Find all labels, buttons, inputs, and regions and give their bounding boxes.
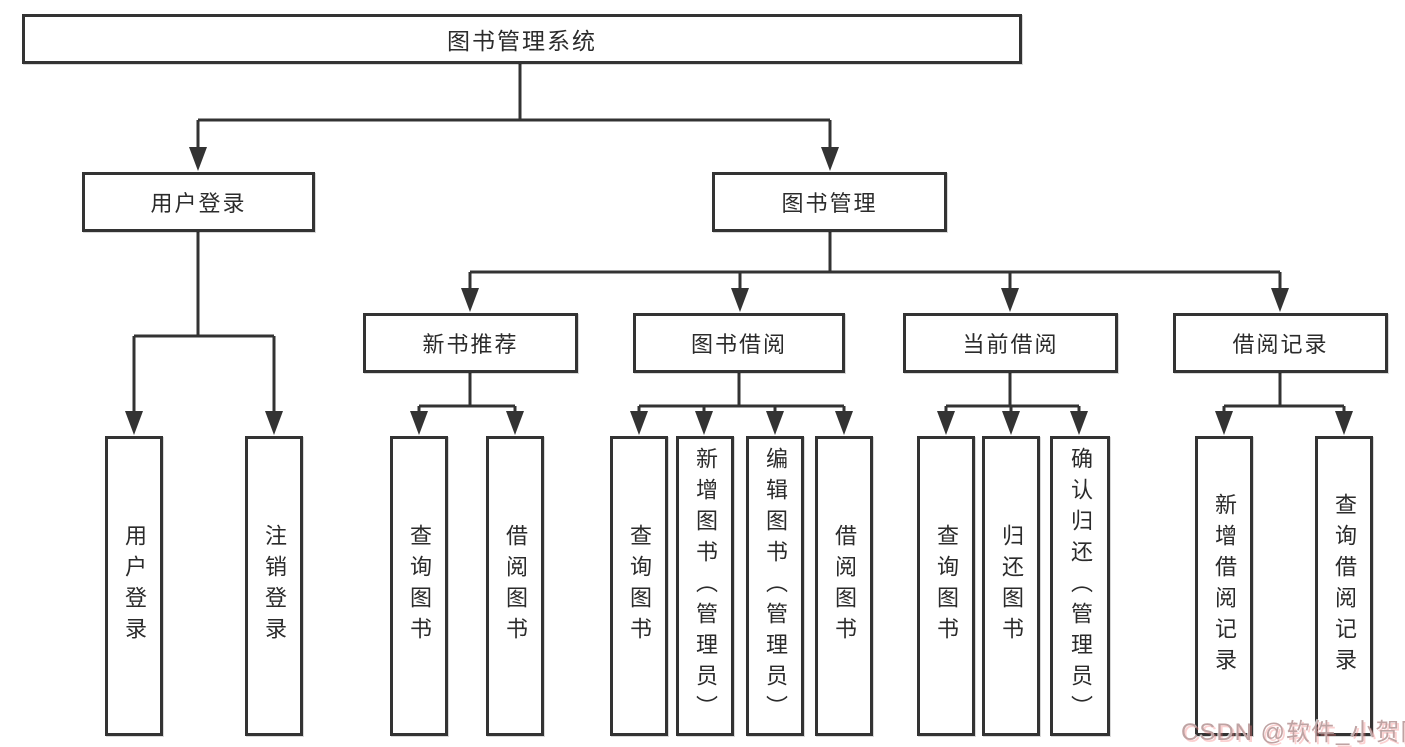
leaf-bb-query-book: 查询图书 [610, 436, 668, 736]
connector-current-borrow [937, 373, 1088, 435]
csdn-watermark: CSDN @软件_小贺同学 [1181, 719, 1405, 746]
leaf-bb-borrow-book: 借阅图书 [815, 436, 873, 736]
node-book-borrow: 图书借阅 [633, 313, 845, 373]
node-library-management-system: 图书管理系统 [22, 14, 1022, 64]
leaf-user-login: 用户登录 [105, 436, 163, 736]
leaf-br-query-borrow-record: 查询借阅记录 [1315, 436, 1373, 736]
node-label: 图书管理 [781, 191, 878, 216]
connector-book-borrow [630, 373, 853, 435]
connector-book-management [461, 232, 1289, 312]
leaf-label: 查询图书 [934, 524, 959, 648]
connector-root [189, 64, 839, 171]
connector-user-login [125, 232, 283, 435]
leaf-label: 借阅图书 [832, 524, 857, 648]
node-current-borrow: 当前借阅 [903, 313, 1118, 373]
leaf-label: 归还图书 [999, 524, 1024, 648]
node-label: 借阅记录 [1232, 332, 1329, 357]
leaf-label: 新增图书（管理员） [693, 446, 718, 726]
leaf-label: 新增借阅记录 [1212, 493, 1237, 679]
node-label: 图书借阅 [690, 332, 787, 357]
leaf-nbr-borrow-book: 借阅图书 [486, 436, 544, 736]
leaf-label: 查询借阅记录 [1332, 493, 1357, 679]
node-label: 用户登录 [150, 191, 247, 216]
leaf-label: 查询图书 [627, 524, 652, 648]
node-label: 新书推荐 [422, 332, 519, 357]
leaf-nbr-query-book: 查询图书 [390, 436, 448, 736]
leaf-label: 用户登录 [122, 524, 147, 648]
leaf-bb-add-book-admin: 新增图书（管理员） [676, 436, 734, 736]
node-label: 当前借阅 [962, 332, 1059, 357]
leaf-br-add-borrow-record: 新增借阅记录 [1195, 436, 1253, 736]
node-label: 图书管理系统 [447, 28, 597, 54]
leaf-bb-edit-book-admin: 编辑图书（管理员） [746, 436, 804, 736]
node-borrow-records: 借阅记录 [1173, 313, 1388, 373]
node-new-book-recommend: 新书推荐 [363, 313, 578, 373]
leaf-label: 注销登录 [262, 524, 287, 648]
leaf-cb-confirm-return-admin: 确认归还（管理员） [1050, 436, 1110, 736]
leaf-cb-query-book: 查询图书 [917, 436, 975, 736]
connector-new-book-recommend [410, 373, 524, 435]
node-user-login: 用户登录 [82, 172, 315, 232]
leaf-label: 查询图书 [407, 524, 432, 648]
leaf-label: 确认归还（管理员） [1068, 446, 1093, 726]
leaf-label: 编辑图书（管理员） [763, 446, 788, 726]
leaf-label: 借阅图书 [503, 524, 528, 648]
leaf-cb-return-book: 归还图书 [982, 436, 1040, 736]
connector-borrow-records [1215, 373, 1353, 435]
leaf-logout-login: 注销登录 [245, 436, 303, 736]
node-book-management: 图书管理 [712, 172, 947, 232]
